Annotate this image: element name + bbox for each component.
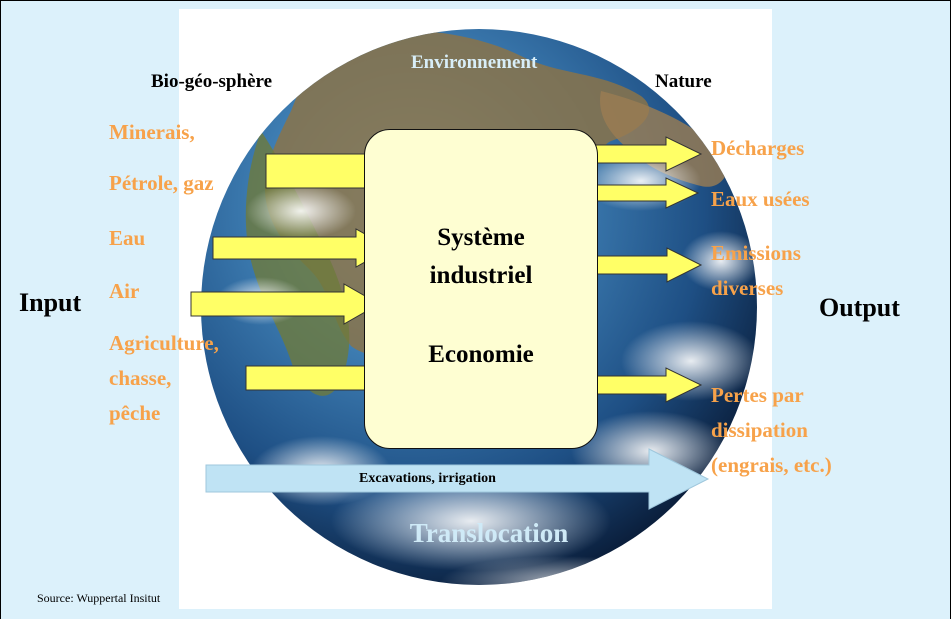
input-petrole: Pétrole, gaz <box>109 171 214 195</box>
input-agriculture-line2: chasse, <box>109 366 172 390</box>
output-pertes-line1: Pertes par <box>711 383 804 407</box>
input-air: Air <box>109 279 140 303</box>
input-label: Input <box>19 288 82 317</box>
arrow-air <box>190 283 381 325</box>
output-emissions-line2: diverses <box>711 276 784 300</box>
output-pertes-line2: dissipation <box>711 418 808 442</box>
system-line2: industriel <box>429 262 533 289</box>
output-emissions-line1: Emissions <box>711 241 801 265</box>
translocation-arrow-label: Excavations, irrigation <box>359 471 496 486</box>
output-decharges: Décharges <box>711 136 805 160</box>
zone-label-environnement: Environnement <box>411 52 538 73</box>
source-caption: Source: Wuppertal Insitut <box>37 591 161 605</box>
translocation-arrow <box>205 448 710 510</box>
input-minerais: Minerais, <box>109 120 195 144</box>
system-line1: Système <box>437 224 525 251</box>
system-line3: Economie <box>428 341 534 368</box>
output-pertes-line3: (engrais, etc.) <box>711 453 832 477</box>
input-agriculture-line1: Agriculture, <box>109 331 219 355</box>
output-label: Output <box>819 293 900 322</box>
output-eaux-usees: Eaux usées <box>711 187 810 211</box>
output-arrows <box>572 136 703 403</box>
translocation-label: Translocation <box>409 518 569 548</box>
system-box: Système industriel Economie <box>364 129 598 449</box>
zone-label-biosphere: Bio-géo-sphère <box>151 71 273 92</box>
input-eau: Eau <box>109 226 146 250</box>
input-agriculture-line3: pêche <box>109 401 161 425</box>
zone-label-nature: Nature <box>655 71 712 92</box>
